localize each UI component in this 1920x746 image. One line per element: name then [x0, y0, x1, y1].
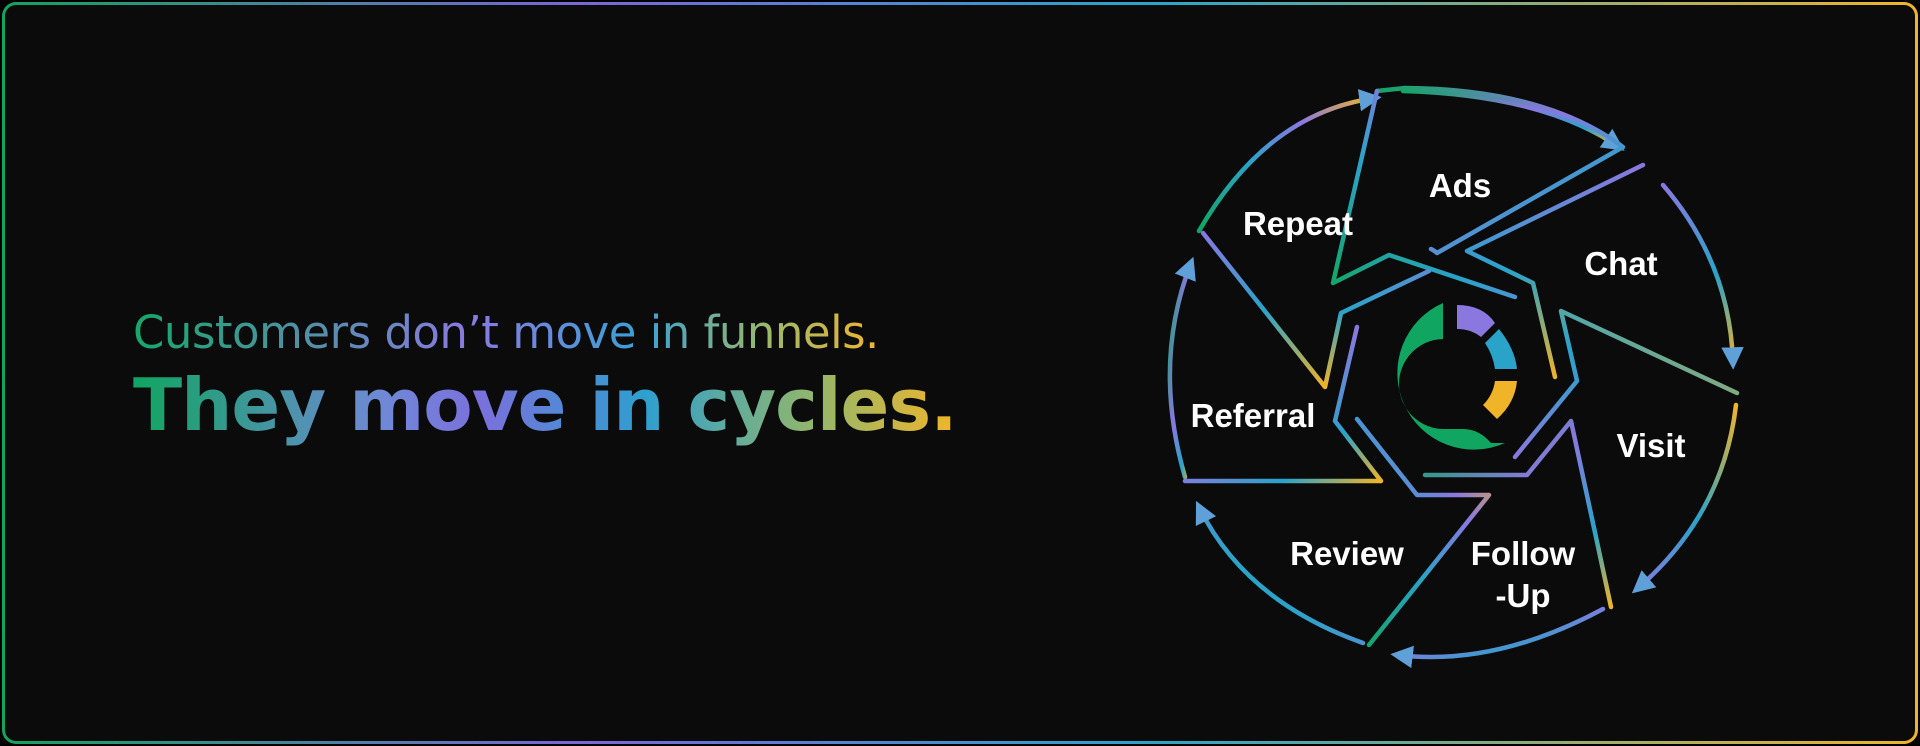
c-ring-logo-icon [1397, 303, 1517, 450]
headline-main: They move in cycles. [133, 363, 958, 447]
arrow-ads-to-chat [1400, 88, 1625, 151]
cycle-segments [1182, 85, 1740, 648]
segment-referral [1182, 324, 1384, 484]
segment-review [1354, 416, 1492, 648]
arrow-referral-to-repeat [1167, 256, 1196, 480]
arrow-visit-to-followup [1631, 402, 1739, 594]
logo-yellow-segment [1483, 381, 1517, 419]
segment-ads [1374, 85, 1626, 256]
segment-repeat [1200, 230, 1432, 390]
segment-visit [1512, 308, 1740, 460]
stage-label-repeat: Repeat [1243, 205, 1353, 242]
cycle-diagram: Ads Chat Visit Follow -Up Review Referra… [1167, 85, 1744, 669]
logo-green-c [1397, 303, 1505, 450]
segment-chat [1464, 162, 1646, 380]
stage-label-referral: Referral [1191, 397, 1316, 434]
stage-label-review: Review [1290, 535, 1404, 572]
logo-purple-segment [1457, 305, 1495, 337]
segment-followup [1422, 418, 1614, 610]
stage-label-chat: Chat [1584, 245, 1657, 282]
arrow-followup-to-review [1390, 606, 1606, 669]
stage-label-ads: Ads [1429, 167, 1491, 204]
arrow-repeat-to-ads [1196, 89, 1382, 234]
stage-label-followup-line2: -Up [1496, 577, 1551, 614]
logo-blue-segment [1485, 329, 1517, 369]
arrow-chat-to-visit [1660, 182, 1744, 370]
stage-label-followup-line1: Follow [1471, 535, 1576, 572]
segment-ads-inner [1330, 88, 1518, 300]
arrow-review-to-referral [1195, 500, 1366, 646]
cycle-arrows [1167, 88, 1744, 669]
headline-block: Customers don’t move in funnels. They mo… [133, 305, 958, 449]
stage-label-visit: Visit [1616, 427, 1685, 464]
banner: Customers don’t move in funnels. They mo… [5, 5, 1915, 741]
headline-subline: Customers don’t move in funnels. [133, 306, 879, 359]
cycle-labels: Ads Chat Visit Follow -Up Review Referra… [1191, 167, 1686, 614]
